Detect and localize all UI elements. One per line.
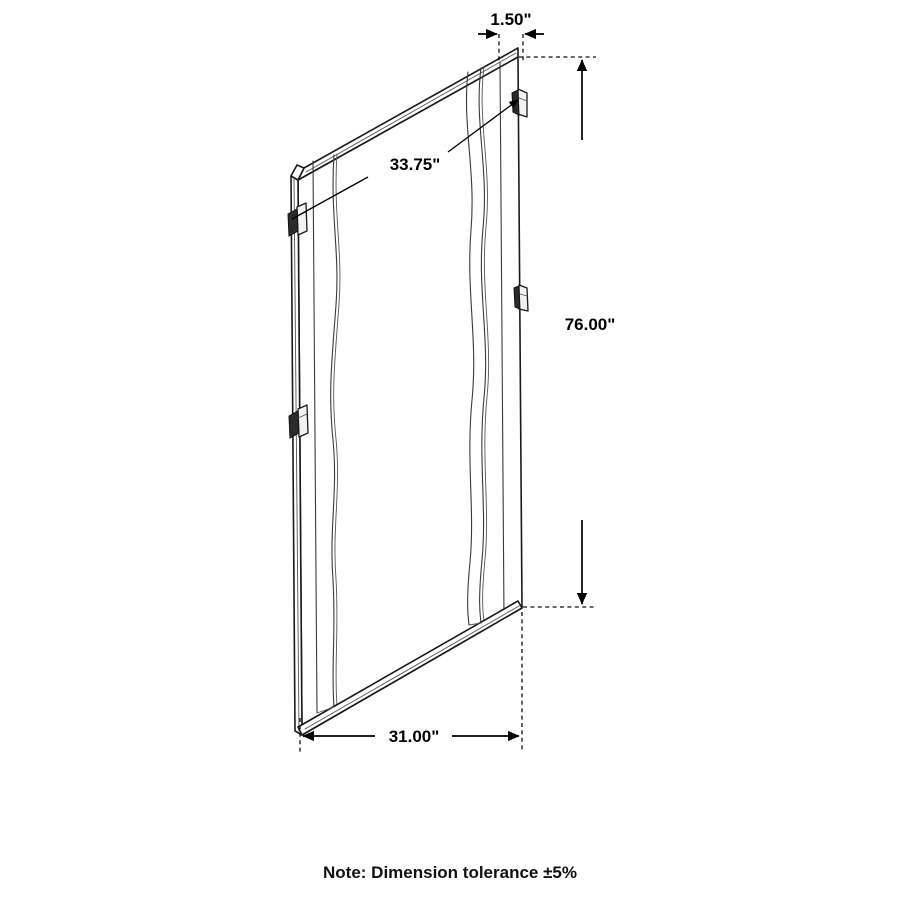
right-board-bottom-notch <box>468 622 482 626</box>
hinge-front-lower <box>288 404 309 439</box>
left-stile-face-edge <box>312 160 318 714</box>
hinge-rear-upper <box>511 88 528 118</box>
dimension-thickness: 1.50" <box>478 10 544 62</box>
hinges-group <box>287 88 529 439</box>
dimension-height: 76.00" <box>519 56 616 608</box>
door-front-face <box>303 60 517 728</box>
dimension-height-label: 76.00" <box>565 315 616 334</box>
right-board-edge <box>499 61 505 619</box>
dimension-thickness-label: 1.50" <box>490 10 531 29</box>
tolerance-note: Note: Dimension tolerance ±5% <box>323 863 577 882</box>
live-edge-right-accent <box>481 66 490 623</box>
live-edge-right-outer <box>465 71 475 626</box>
dimension-width: 31.00" <box>299 612 523 752</box>
left-stile-cap <box>290 164 305 181</box>
live-edge-right-inner <box>478 67 487 624</box>
door-bottom-inner-line <box>304 605 520 730</box>
dimension-diagonal: 33.75" <box>291 99 519 220</box>
hinge-rear-middle <box>513 284 529 312</box>
live-edge-left-shadow <box>333 153 341 707</box>
door-bottom-edge <box>297 600 523 736</box>
left-board-bottom-notch <box>316 706 335 714</box>
door-panel-group <box>290 47 523 736</box>
live-edge-left <box>330 154 338 708</box>
dimension-width-label: 31.00" <box>389 727 440 746</box>
door-top-edge-inner <box>305 52 517 173</box>
left-stile-inner-line <box>293 178 300 732</box>
dimension-diagonal-label: 33.75" <box>390 155 441 174</box>
